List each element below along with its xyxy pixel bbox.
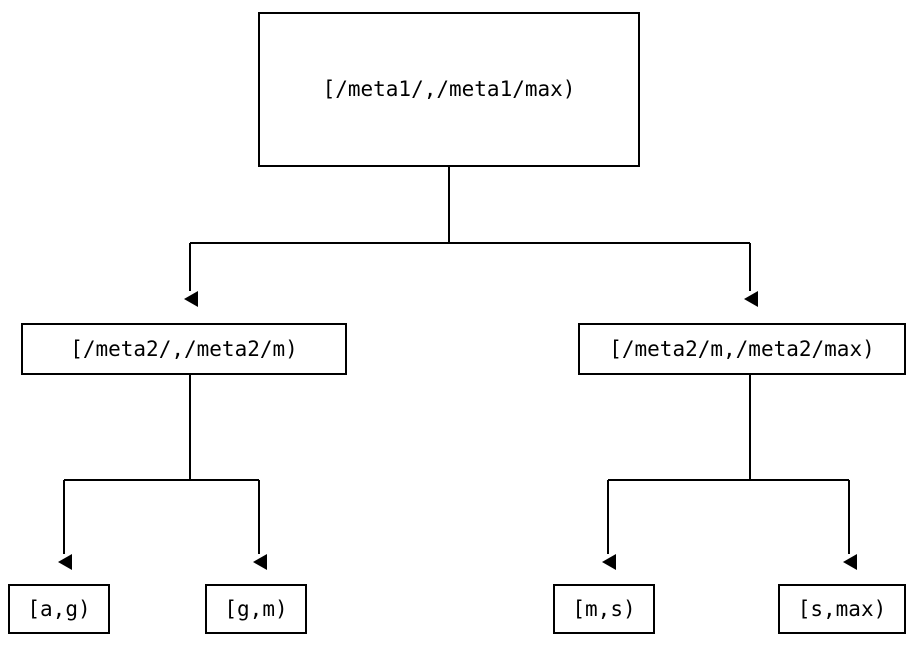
tree-node-leaf-ms-label: [m,s) [572,596,636,621]
tree-node-leaf-gm[interactable]: [g,m) [205,584,307,634]
tree-node-mid-right[interactable]: [/meta2/m,/meta2/max) [578,323,906,375]
tree-node-root-label: [/meta1/,/meta1/max) [322,77,576,101]
tree-node-leaf-smax-label: [s,max) [797,596,887,621]
tree-node-mid-right-label: [/meta2/m,/meta2/max) [609,336,875,361]
tree-node-root[interactable]: [/meta1/,/meta1/max) [258,12,640,167]
tree-node-leaf-smax[interactable]: [s,max) [778,584,906,634]
tree-node-leaf-ms[interactable]: [m,s) [553,584,655,634]
edge-mid-right-to-children [602,375,857,570]
tree-node-leaf-ag[interactable]: [a,g) [8,584,110,634]
edge-mid-left-to-children [58,375,267,570]
tree-node-mid-left[interactable]: [/meta2/,/meta2/m) [21,323,347,375]
tree-node-leaf-gm-label: [g,m) [224,596,288,621]
tree-node-leaf-ag-label: [a,g) [27,596,91,621]
tree-node-mid-left-label: [/meta2/,/meta2/m) [70,336,298,361]
edge-root-to-children [184,167,758,307]
